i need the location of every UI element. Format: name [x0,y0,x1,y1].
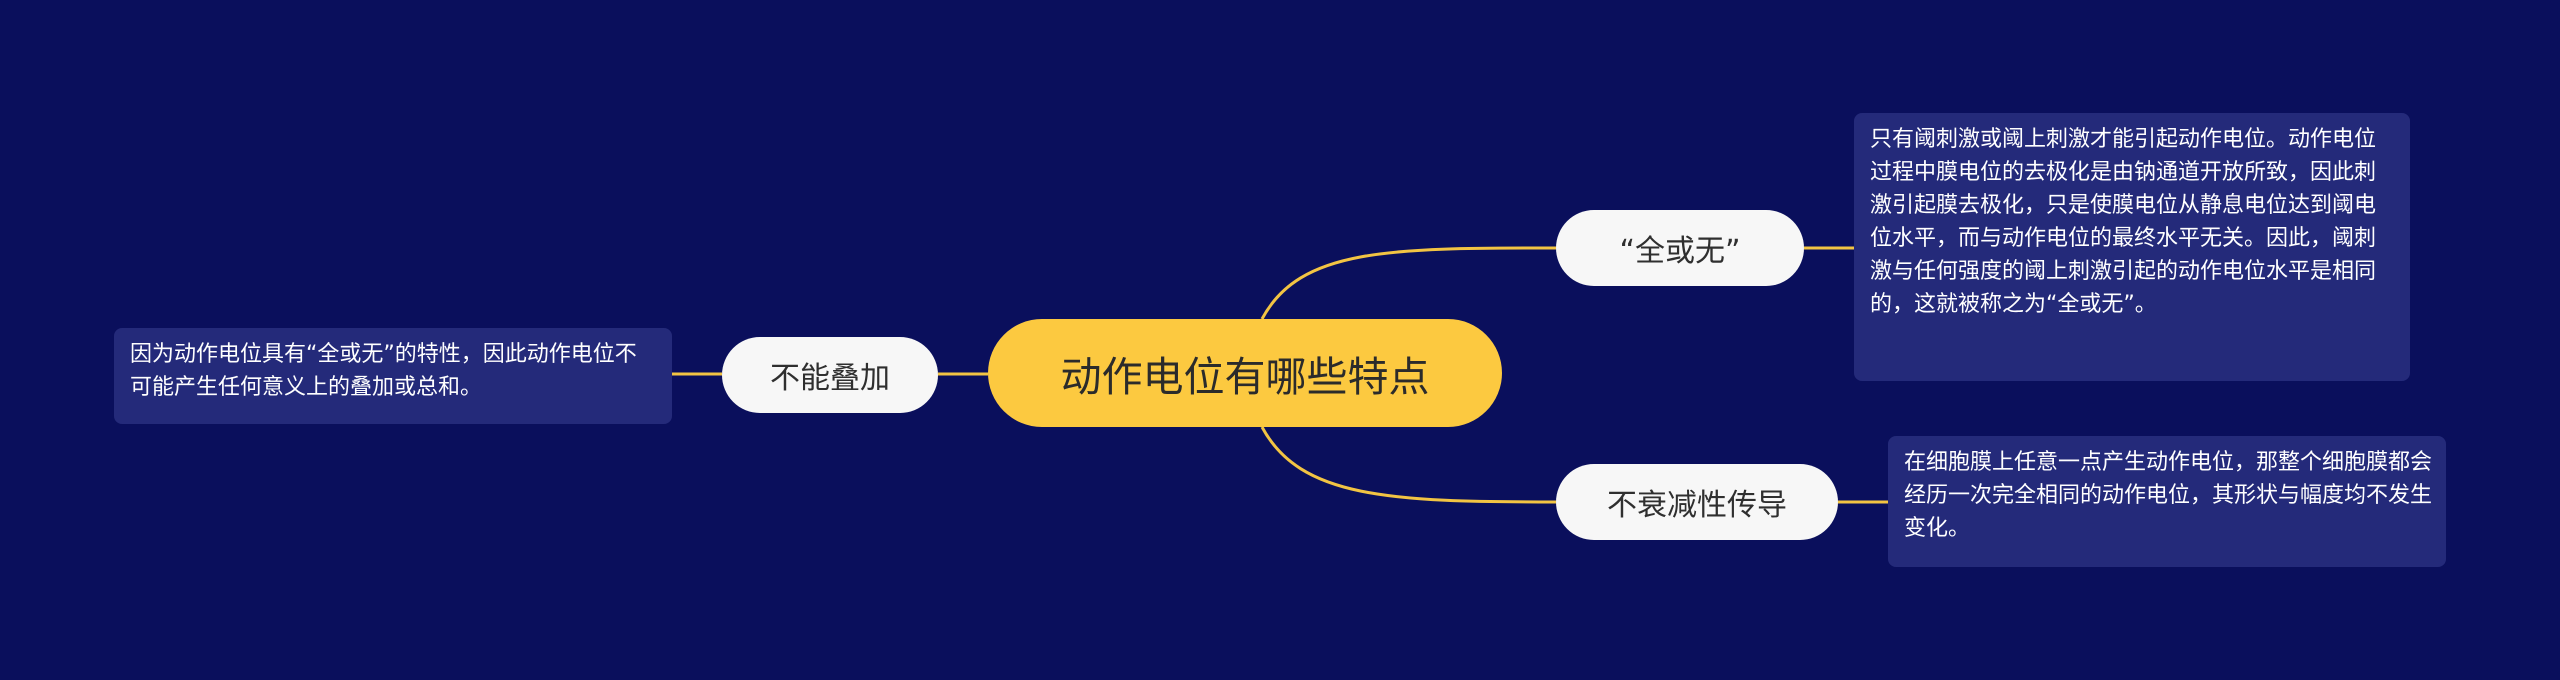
branch-node-non-decremental-conduction[interactable]: 不衰减性传导 [1556,464,1838,540]
connector-center-to-non-decremental [1260,426,1557,504]
description-non-decremental-conduction[interactable]: 在细胞膜上任意一点产生动作电位，那整个细胞膜都会经历一次完全相同的动作电位，其形… [1888,436,2446,567]
description-all-or-none[interactable]: 只有阈刺激或阈上刺激才能引起动作电位。动作电位过程中膜电位的去极化是由钠通道开放… [1854,113,2410,381]
description-non-summation[interactable]: 因为动作电位具有“全或无”的特性，因此动作电位不可能产生任何意义上的叠加或总和。 [114,328,672,424]
branch-node-all-or-none[interactable]: “全或无” [1556,210,1804,286]
branch-node-non-summation[interactable]: 不能叠加 [722,337,938,413]
central-topic-node[interactable]: 动作电位有哪些特点 [988,319,1502,427]
connector-center-to-all-or-none [1260,246,1557,320]
